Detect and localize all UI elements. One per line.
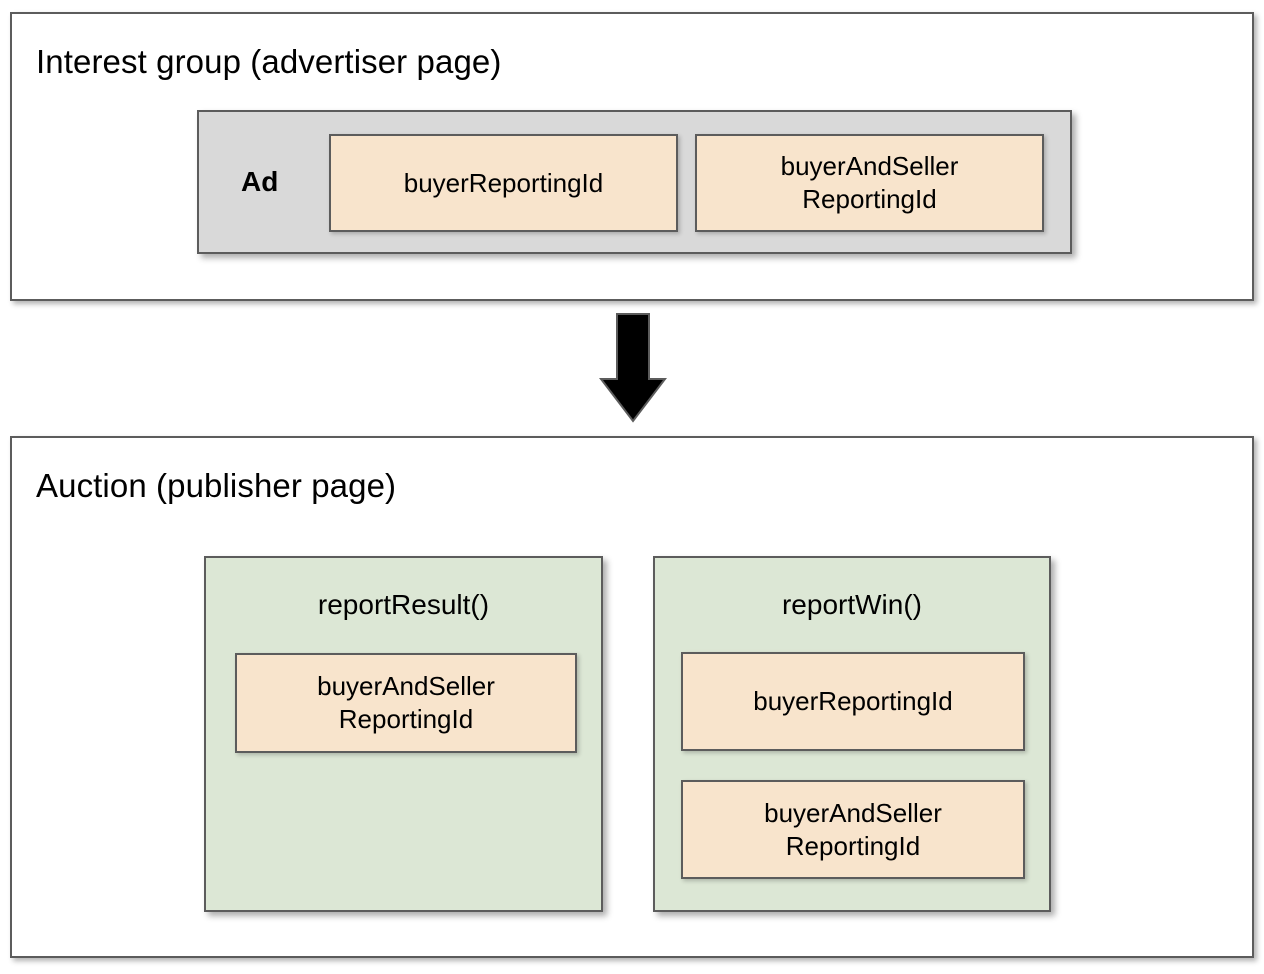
field-buyer-and-seller-reporting-id-label: buyerAndSeller ReportingId — [781, 150, 959, 216]
field-label: buyerAndSeller ReportingId — [317, 670, 495, 736]
field-label: buyerAndSeller ReportingId — [764, 797, 942, 863]
field-label: buyerReportingId — [753, 686, 953, 716]
field-report-win-buyer-and-seller-reporting-id: buyerAndSeller ReportingId — [681, 780, 1025, 879]
section-auction-title: Auction (publisher page) — [36, 467, 397, 504]
field-line-2: ReportingId — [338, 704, 474, 734]
function-box-report-result: reportResult() buyerAndSeller ReportingI… — [204, 556, 603, 912]
field-line-2: ReportingId — [785, 830, 921, 861]
field-line-1: buyerAndSeller — [780, 151, 959, 181]
section-auction: Auction (publisher page) reportResult() … — [10, 436, 1254, 958]
ad-container: Ad buyerReportingId buyerAndSeller Repor… — [197, 110, 1072, 254]
function-box-report-win: reportWin() buyerReportingId buyerAndSel… — [653, 556, 1051, 912]
section-interest-group: Interest group (advertiser page) Ad buye… — [10, 12, 1254, 301]
field-report-result-buyer-and-seller-reporting-id: buyerAndSeller ReportingId — [235, 653, 577, 753]
field-buyer-reporting-id: buyerReportingId — [329, 134, 678, 232]
field-buyer-and-seller-reporting-id: buyerAndSeller ReportingId — [695, 134, 1044, 232]
field-line-1: buyerAndSeller — [764, 797, 942, 828]
function-name-report-result: reportResult() — [317, 589, 490, 620]
field-line-2: ReportingId — [802, 184, 937, 214]
ad-label: Ad — [241, 166, 279, 197]
section-interest-group-title: Interest group (advertiser page) — [36, 43, 502, 80]
down-arrow-icon — [599, 313, 667, 423]
field-line-1: buyerAndSeller — [317, 671, 495, 701]
field-buyer-reporting-id-label: buyerReportingId — [403, 167, 604, 198]
field-report-win-buyer-reporting-id: buyerReportingId — [681, 652, 1025, 751]
function-name-report-win: reportWin() — [781, 589, 922, 620]
